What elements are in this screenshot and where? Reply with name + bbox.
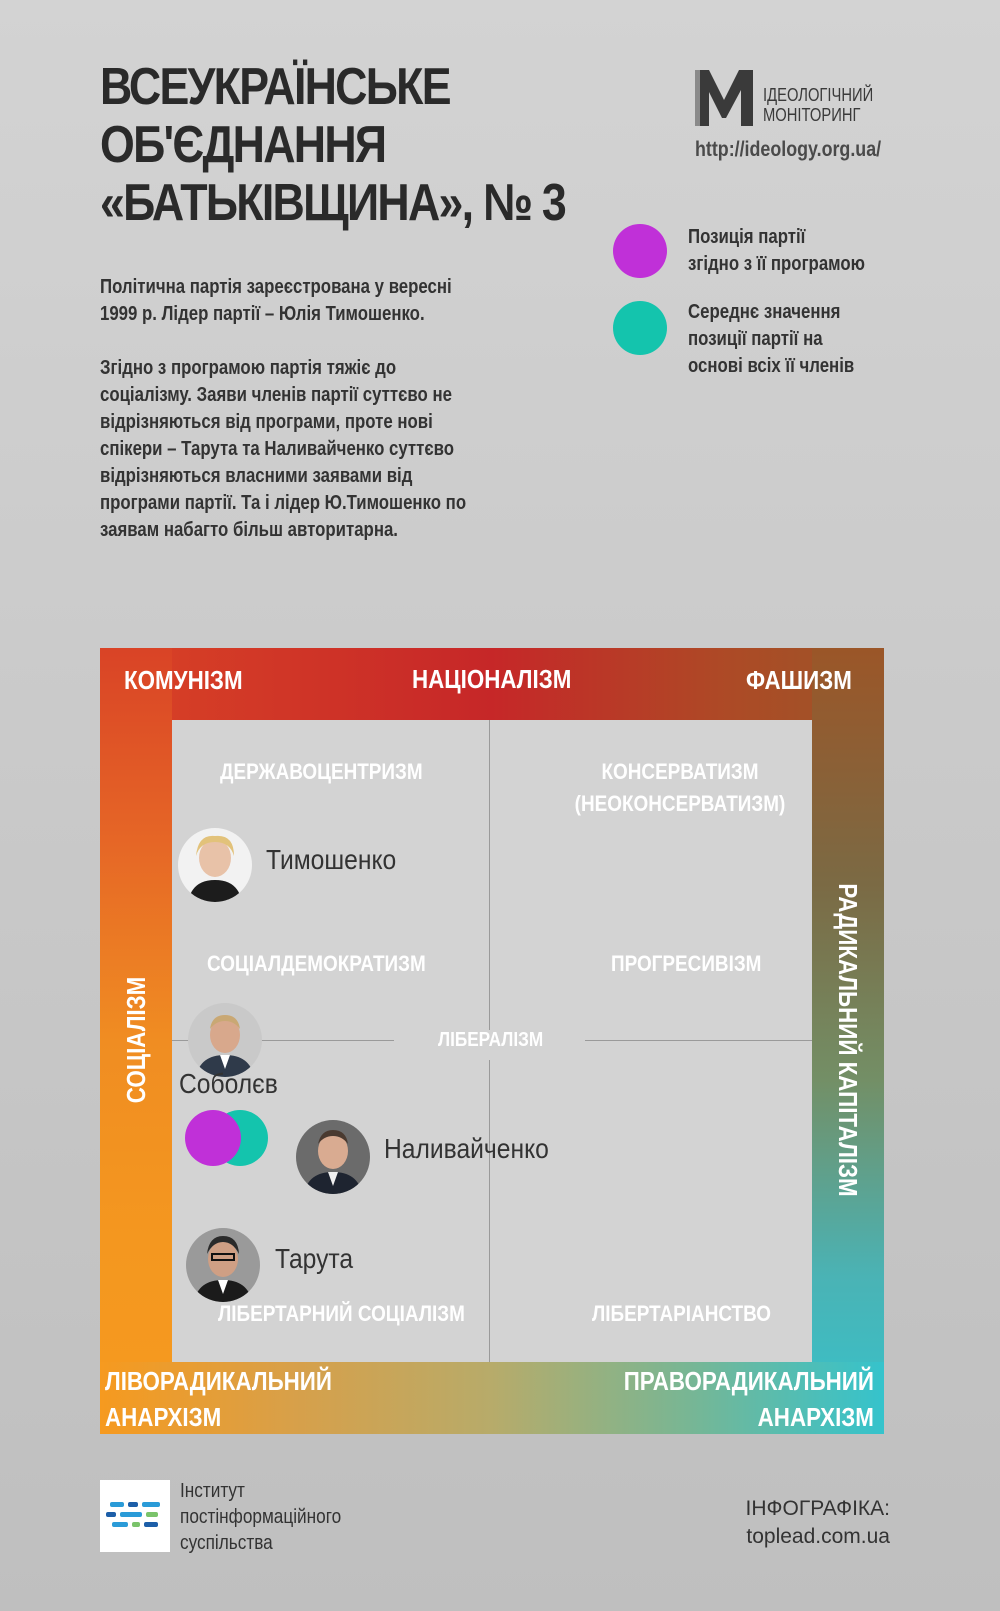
label-social-democracy: СОЦІАЛДЕМОКРАТИЗМ	[207, 951, 426, 976]
tymoshenko-avatar[interactable]	[178, 828, 252, 902]
taruta-avatar[interactable]	[186, 1228, 260, 1302]
institute-logo-icon	[106, 1502, 160, 1527]
program-position-legend-label: Позиція партії згідно з її програмою	[688, 226, 865, 275]
map-frame-right	[812, 648, 884, 1434]
infographic-credit[interactable]: ІНФОГРАФІКА: toplead.com.ua	[745, 1497, 890, 1548]
nalyvaichenko-avatar[interactable]	[296, 1120, 370, 1194]
label-left-radical-anarchism: ЛІВОРАДИКАЛЬНИЙ АНАРХІЗМ	[105, 1366, 332, 1432]
vertical-axis-top	[489, 720, 490, 1030]
sobolev-avatar[interactable]	[188, 1003, 262, 1077]
label-liberalism: ЛІБЕРАЛІЗМ	[438, 1029, 544, 1051]
person-portrait-icon	[186, 1228, 260, 1302]
average-position-legend-dot	[613, 301, 667, 355]
intro-paragraph-2: Згідно з програмою партія тяжіє до соціа…	[100, 357, 467, 541]
intro-paragraph-1: Політична партія зареєстрована у вересні…	[100, 276, 452, 325]
label-libertarian-socialism: ЛІБЕРТАРНИЙ СОЦІАЛІЗМ	[218, 1301, 465, 1326]
nalyvaichenko-name: Наливайченко	[384, 1133, 549, 1164]
title-line-2: ОБ'ЄДНАННЯ	[100, 116, 387, 174]
institute-name: Інститут постінформаційного суспільства	[180, 1480, 342, 1554]
average-position-legend-label: Середнє значення позиції партії на основ…	[688, 301, 855, 377]
horizontal-axis-right	[585, 1040, 812, 1041]
label-statism: ДЕРЖАВОЦЕНТРИЗМ	[220, 759, 423, 784]
institute-logo[interactable]	[100, 1480, 170, 1552]
program-position-legend-dot	[613, 224, 667, 278]
map-inner-area	[172, 720, 812, 1362]
sobolev-name: Соболєв	[179, 1068, 278, 1099]
tymoshenko-name: Тимошенко	[266, 844, 397, 875]
m-logo-icon	[695, 70, 753, 126]
label-conservatism: КОНСЕРВАТИЗМ (НЕОКОНСЕРВАТИЗМ)	[574, 759, 786, 816]
taruta-name: Тарута	[275, 1243, 354, 1274]
person-portrait-icon	[178, 828, 252, 902]
party-program-position-dot	[185, 1110, 241, 1166]
logo-text: ІДЕОЛОГІЧНИЙ МОНІТОРИНГ	[763, 85, 874, 125]
ideology-monitoring-logo[interactable]: ІДЕОЛОГІЧНИЙ МОНІТОРИНГ	[695, 70, 895, 130]
map-frame-left	[100, 648, 172, 1434]
map-frame-top	[100, 648, 884, 720]
horizontal-axis-left	[172, 1040, 394, 1041]
label-radical-capitalism: РАДИКАЛЬНИЙ КАПІТАЛІЗМ	[833, 883, 863, 1197]
person-portrait-icon	[188, 1003, 262, 1077]
label-libertarianism: ЛІБЕРТАРІАНСТВО	[592, 1301, 772, 1326]
site-url-link[interactable]: http://ideology.org.ua/	[695, 138, 882, 161]
label-socialism: СОЦІАЛІЗМ	[121, 976, 151, 1104]
map-frame-bottom	[100, 1362, 884, 1434]
label-right-radical-anarchism: ПРАВОРАДИКАЛЬНИЙ АНАРХІЗМ	[623, 1366, 874, 1432]
label-progressivism: ПРОГРЕСИВІЗМ	[611, 951, 762, 976]
label-nationalism: НАЦІОНАЛІЗМ	[412, 664, 572, 694]
label-communism: КОМУНІЗМ	[124, 665, 243, 695]
title-line-3: «БАТЬКІВЩИНА», № 3	[100, 174, 567, 232]
label-fascism: ФАШИЗМ	[746, 665, 852, 695]
page-title: ВСЕУКРАЇНСЬКЕ ОБ'ЄДНАННЯ «БАТЬКІВЩИНА», …	[100, 58, 582, 232]
person-portrait-icon	[296, 1120, 370, 1194]
title-line-1: ВСЕУКРАЇНСЬКЕ	[100, 58, 452, 116]
vertical-axis-bottom	[489, 1060, 490, 1362]
